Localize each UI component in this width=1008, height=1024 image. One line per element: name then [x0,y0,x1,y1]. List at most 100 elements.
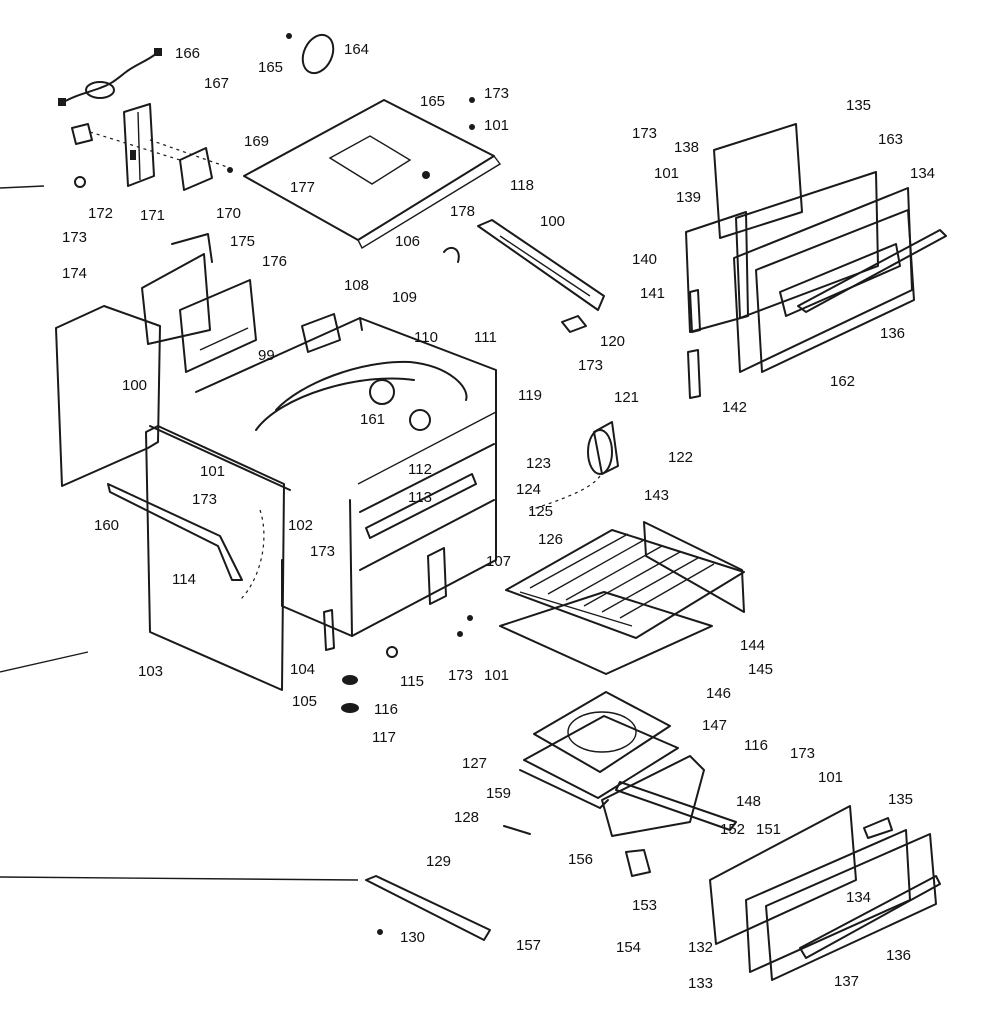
top-panel [243,99,502,249]
part-label-l124: 124 [516,481,541,498]
part-label-l106: 106 [395,233,420,250]
part-label-l165b: 165 [420,93,445,110]
part-label-l173g: 173 [448,667,473,684]
screw [286,33,292,39]
terminal-block [71,123,93,145]
part-label-l107: 107 [486,553,511,570]
part-label-l125: 125 [528,503,553,520]
part-label-l165a: 165 [258,59,283,76]
part-label-l120: 120 [600,333,625,350]
part-label-l153: 153 [632,897,657,914]
part-label-l134a: 134 [910,165,935,182]
part-label-l178: 178 [450,203,475,220]
part-label-l101b: 101 [654,165,679,182]
part-label-l132: 132 [688,939,713,956]
hinge-135 [863,817,893,839]
hinge-142 [687,349,701,399]
part-label-l113: 113 [408,489,432,506]
oven-cabinet [195,317,497,637]
broiler-pan [519,691,679,809]
part-label-l99: 99 [258,347,275,364]
part-label-l108: 108 [344,277,369,294]
part-label-l152: 152 [720,821,745,838]
rack-guide [643,521,745,613]
part-label-l138: 138 [674,139,699,156]
leveler [342,675,358,685]
leg-104 [323,609,335,651]
panel-175-tab [171,233,213,263]
part-label-l173e: 173 [192,491,217,508]
part-label-l159: 159 [486,785,511,802]
part-label-l118: 118 [510,177,534,194]
part-label-l100a: 100 [540,213,565,230]
margin-line [0,185,45,189]
part-label-l109: 109 [392,289,417,306]
clip-120 [561,315,587,333]
part-label-l115: 115 [400,673,424,690]
part-label-l151: 151 [756,821,781,838]
part-label-l167: 167 [204,75,229,92]
part-label-l127: 127 [462,755,487,772]
part-label-l116b: 116 [744,737,768,754]
leveler-foot [341,703,359,713]
side-panel [55,305,161,487]
terminal-bracket [123,103,155,187]
part-label-l101e: 101 [818,769,843,786]
thermostat [587,421,619,475]
part-label-l161: 161 [360,411,385,428]
part-label-l122: 122 [668,449,693,466]
screw [457,631,463,637]
screw [469,124,475,130]
part-label-l173h: 173 [790,745,815,762]
part-label-l143: 143 [644,487,669,504]
part-label-l177: 177 [290,179,315,196]
screw [377,929,383,935]
part-label-l173a: 173 [484,85,509,102]
part-label-l176: 176 [262,253,287,270]
bracket-115 [427,547,447,605]
hinge-156 [625,849,651,877]
part-label-l174: 174 [62,265,87,282]
oven-door [685,123,947,373]
part-label-l137: 137 [834,973,859,990]
handle-114 [107,483,243,581]
part-label-l116a: 116 [374,701,398,718]
part-label-l166: 166 [175,45,200,62]
screw [386,646,398,658]
part-label-l135a: 135 [846,97,871,114]
part-label-l154: 154 [616,939,641,956]
part-label-l130: 130 [400,929,425,946]
part-label-l103: 103 [138,663,163,680]
part-label-l117: 117 [372,729,396,746]
part-label-l164: 164 [344,41,369,58]
part-label-l114: 114 [172,571,196,588]
screw [467,615,473,621]
part-label-l145: 145 [748,661,773,678]
part-label-l100b: 100 [122,377,147,394]
part-label-l102: 102 [288,517,313,534]
broiler-frame [601,755,705,837]
part-label-l148: 148 [736,793,761,810]
part-label-l156: 156 [568,851,593,868]
power-cord [58,48,162,106]
part-label-l139: 139 [676,189,701,206]
part-label-l144: 144 [740,637,765,654]
part-label-l129: 129 [426,853,451,870]
part-label-l173b: 173 [632,125,657,142]
cover-disc [301,33,335,75]
clip-108 [301,313,341,353]
front-panel [145,425,291,691]
part-label-l136b: 136 [886,947,911,964]
part-label-l123: 123 [526,455,551,472]
part-label-l101c: 101 [200,463,225,480]
part-label-l110: 110 [414,329,438,346]
bottom-panel [499,591,713,675]
clip-106 [443,246,460,263]
broiler-door [709,805,941,981]
part-label-l147: 147 [702,717,727,734]
part-label-l112: 112 [408,461,432,478]
part-label-l162: 162 [830,373,855,390]
panel-176 [179,279,257,373]
